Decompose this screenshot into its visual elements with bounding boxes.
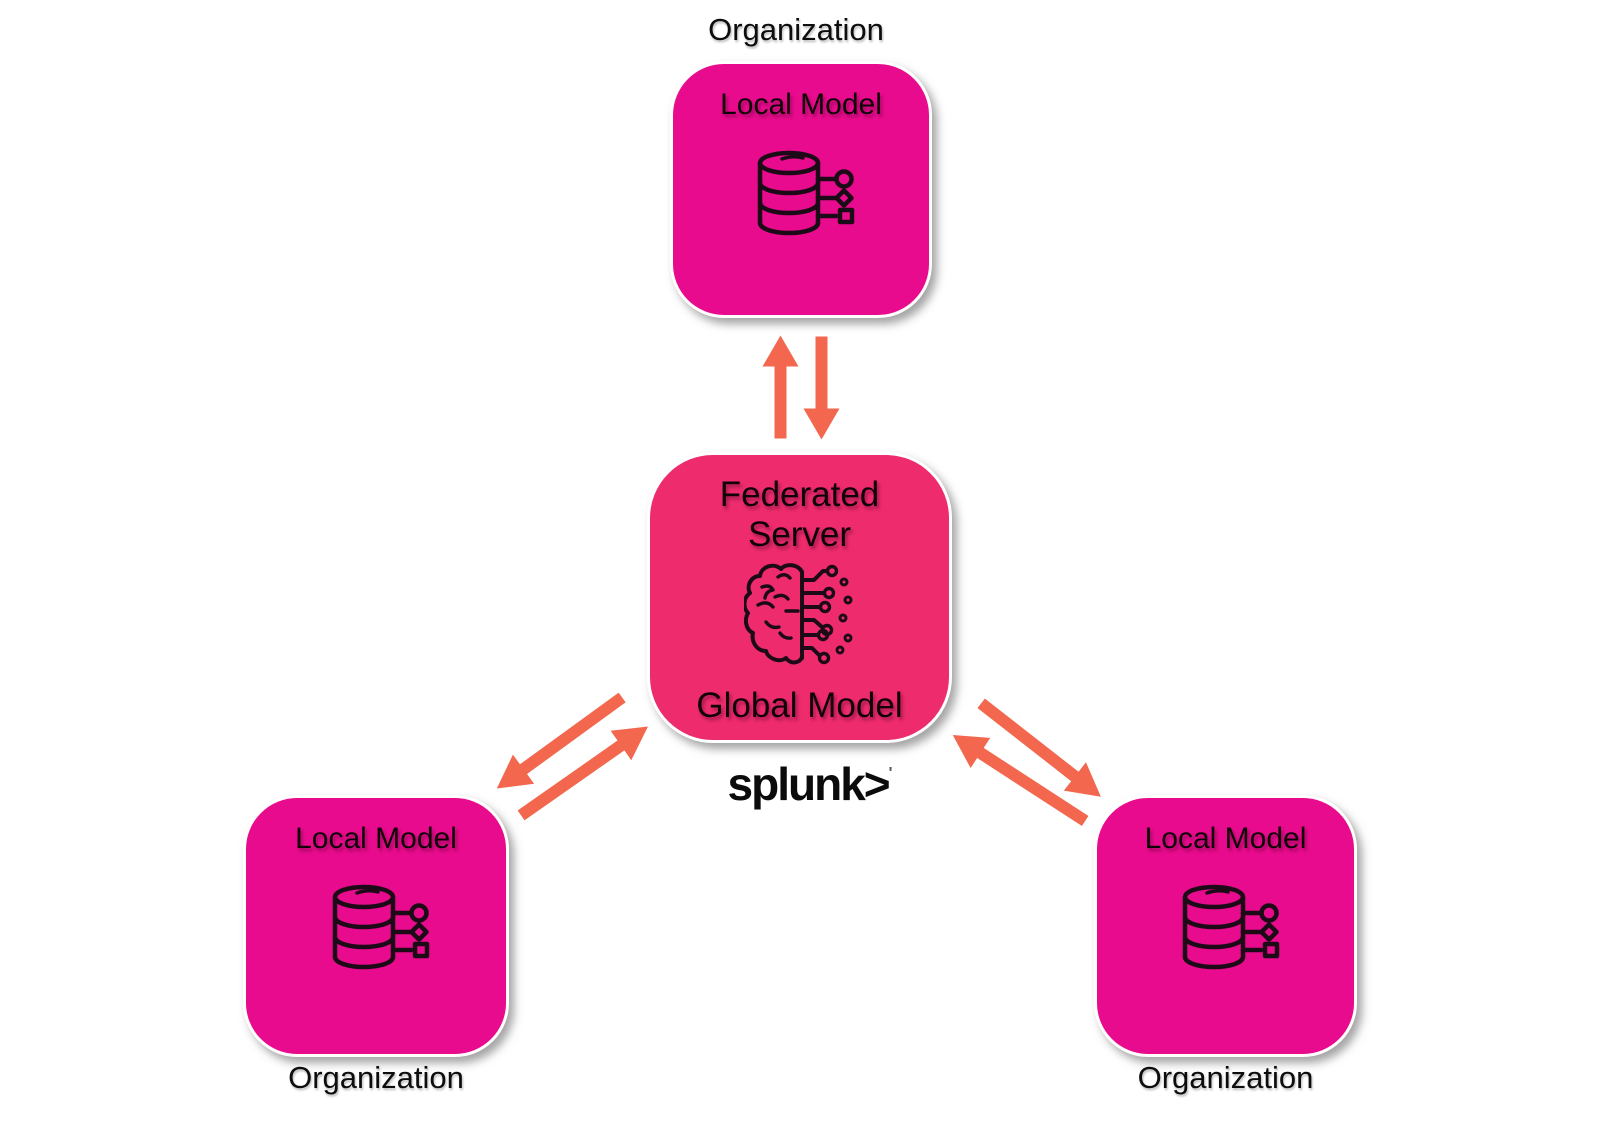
database-model-icon (742, 148, 860, 253)
splunk-logo-text: splunk (727, 758, 866, 810)
node-title: Local Model (1144, 822, 1307, 855)
node-local-model-top: Local Model (670, 61, 932, 318)
title-line-1: Federated (719, 475, 880, 514)
node-local-model-left: Local Model (243, 795, 509, 1057)
org-label-bottom-right: Organization (1137, 1060, 1314, 1095)
database-model-icon (317, 882, 435, 987)
ai-brain-circuit-icon (742, 559, 856, 676)
node-federated-server: Federated Server (647, 452, 952, 743)
database-model-icon (1167, 882, 1285, 987)
arrow-down-left-icon (485, 681, 634, 804)
splunk-chevron-icon: > (863, 758, 891, 810)
node-local-model-right: Local Model (1094, 795, 1357, 1057)
splunk-trademark: ' (888, 765, 893, 782)
arrow-up-icon (761, 335, 801, 439)
arrow-up-left-icon (942, 718, 1096, 838)
node-footer: Global Model (696, 686, 903, 725)
title-line-2: Server (747, 515, 852, 554)
org-label-bottom-left: Organization (288, 1060, 464, 1095)
arrow-up-right-icon (510, 710, 660, 832)
node-title: Federated Server (720, 475, 880, 555)
node-title: Local Model (720, 88, 882, 121)
splunk-logo: splunk>' (700, 757, 920, 811)
node-title: Local Model (295, 822, 457, 855)
arrow-down-right-icon (969, 687, 1113, 812)
org-label-top: Organization (708, 12, 884, 47)
arrow-down-icon (802, 336, 842, 440)
